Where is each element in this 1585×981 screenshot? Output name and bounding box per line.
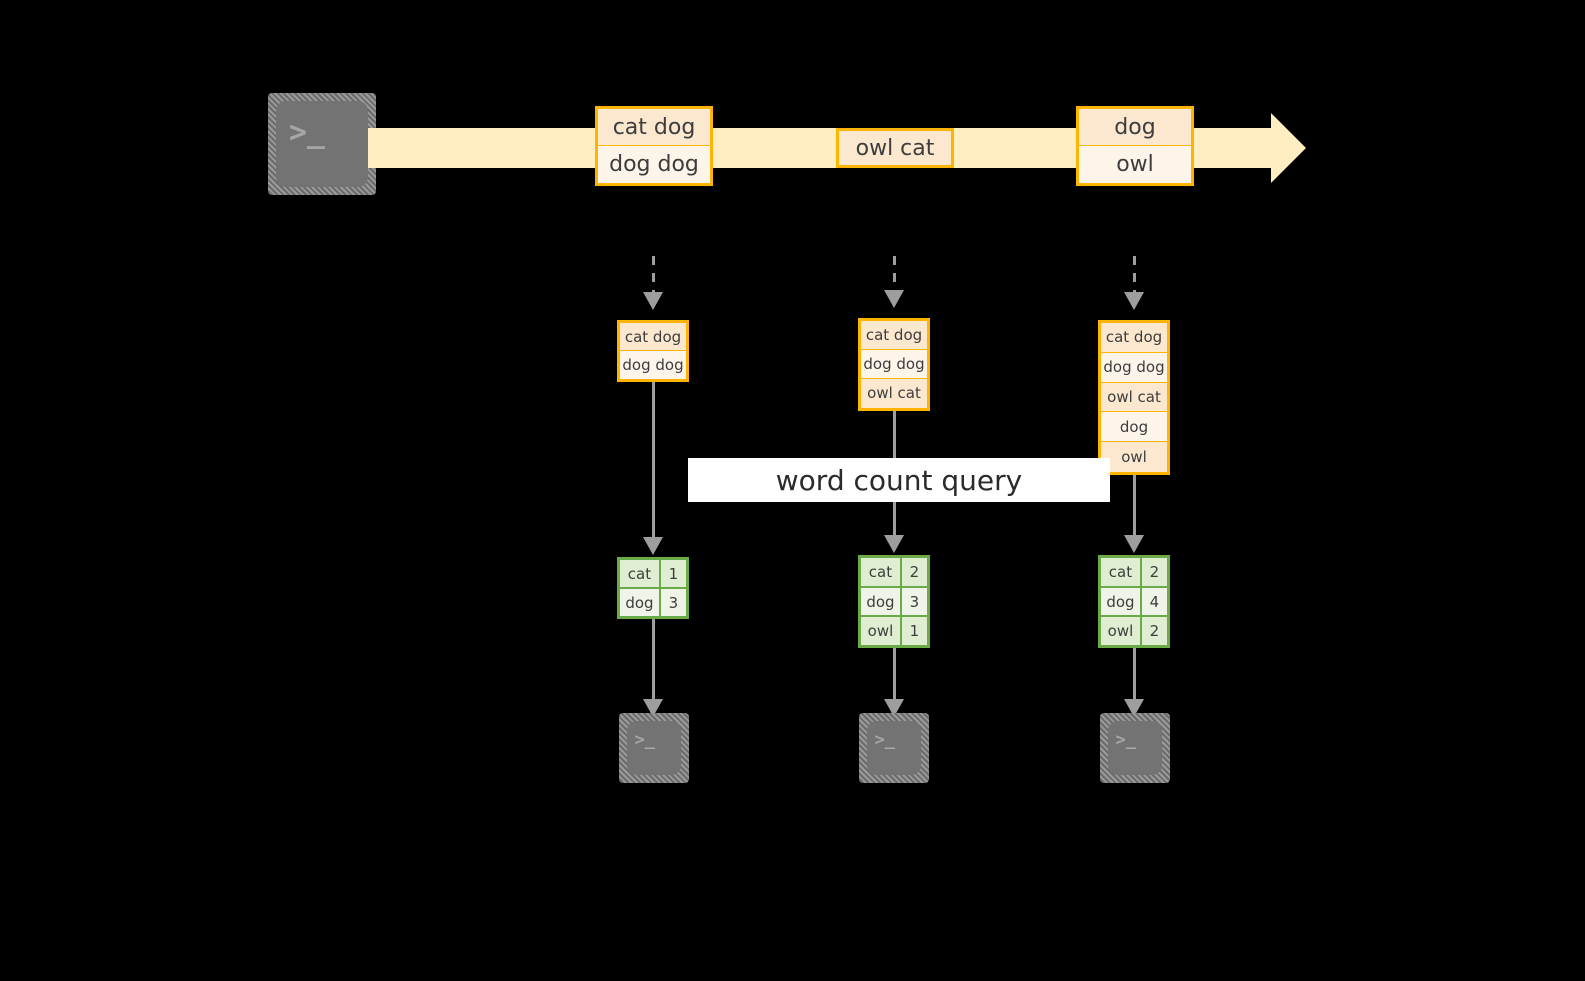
query-connector-arrowhead-1 — [643, 537, 663, 555]
terminal-screen: >_ — [276, 101, 368, 187]
terminal-prompt-icon: >_ — [1115, 729, 1137, 750]
result-table-trigger-3: cat 2 dog 4 owl 2 — [1098, 555, 1170, 648]
result-table-row: owl 1 — [861, 617, 927, 646]
input-table-row: dog dog — [861, 349, 927, 379]
trigger-dash-2 — [893, 256, 896, 290]
sink-arrowhead-1 — [643, 699, 663, 717]
result-word-cell: owl — [861, 617, 902, 646]
result-table-row: dog 3 — [620, 589, 686, 616]
input-table-trigger-1: cat dog dog dog — [617, 320, 689, 382]
sink-connector-3 — [1133, 648, 1136, 699]
result-count-cell: 3 — [901, 587, 927, 616]
result-table-row: dog 3 — [861, 587, 927, 618]
stream-event-line: cat dog — [598, 109, 710, 146]
stream-event-line: owl cat — [839, 131, 951, 165]
result-table-row: owl 2 — [1101, 617, 1167, 646]
trigger-arrowhead-2 — [884, 290, 904, 308]
query-connector-1 — [652, 382, 655, 537]
result-table-row: dog 4 — [1101, 587, 1167, 618]
input-table-row: cat dog — [620, 323, 686, 351]
input-table-trigger-3: cat dog dog dog owl cat dog owl — [1098, 320, 1170, 475]
input-table-trigger-2: cat dog dog dog owl cat — [858, 318, 930, 411]
query-connector-3 — [1133, 475, 1136, 535]
stream-event-line: owl — [1079, 146, 1191, 183]
result-table-trigger-1: cat 1 dog 3 — [617, 557, 689, 619]
input-table-row: dog dog — [1101, 352, 1167, 383]
sink-connector-2 — [893, 648, 896, 699]
stream-event-line: dog — [1079, 109, 1191, 146]
trigger-dash-1 — [652, 256, 655, 292]
terminal-screen: >_ — [1108, 721, 1162, 775]
sink-terminal-2: >_ — [859, 713, 929, 783]
sink-arrowhead-3 — [1124, 699, 1144, 717]
terminal-prompt-icon: >_ — [874, 729, 896, 750]
result-word-cell: cat — [620, 560, 661, 587]
result-count-cell: 1 — [901, 617, 927, 646]
result-table-trigger-2: cat 2 dog 3 owl 1 — [858, 555, 930, 648]
query-connector-arrowhead-2 — [884, 535, 904, 553]
sink-terminal-1: >_ — [619, 713, 689, 783]
result-word-cell: dog — [861, 587, 902, 616]
stream-arrowhead — [1271, 113, 1306, 183]
stream-event-line: dog dog — [598, 146, 710, 183]
query-connector-arrowhead-3 — [1124, 535, 1144, 553]
result-table-row: cat 2 — [1101, 558, 1167, 588]
terminal-screen: >_ — [867, 721, 921, 775]
terminal-prompt-icon: >_ — [634, 729, 656, 750]
result-count-cell: 3 — [660, 589, 686, 616]
query-label-text: word count query — [775, 463, 1023, 497]
input-table-row: dog — [1101, 412, 1167, 443]
sink-connector-1 — [652, 619, 655, 699]
stream-event-batch-2: owl cat — [836, 128, 954, 168]
result-word-cell: dog — [620, 589, 661, 616]
result-word-cell: dog — [1101, 587, 1142, 616]
trigger-arrowhead-3 — [1124, 292, 1144, 310]
source-terminal: >_ — [268, 93, 376, 195]
trigger-dash-3 — [1133, 256, 1136, 292]
result-count-cell: 2 — [1141, 617, 1167, 646]
query-label: word count query — [688, 458, 1110, 502]
input-table-row: owl cat — [861, 378, 927, 408]
input-table-row: owl — [1101, 442, 1167, 472]
result-table-row: cat 2 — [861, 558, 927, 588]
sink-terminal-3: >_ — [1100, 713, 1170, 783]
stream-event-batch-3: dog owl — [1076, 106, 1194, 186]
terminal-prompt-icon: >_ — [288, 115, 325, 151]
input-table-row: cat dog — [861, 321, 927, 350]
result-word-cell: owl — [1101, 617, 1142, 646]
trigger-arrowhead-1 — [643, 292, 663, 310]
result-count-cell: 4 — [1141, 587, 1167, 616]
result-count-cell: 2 — [1141, 558, 1167, 586]
result-table-row: cat 1 — [620, 560, 686, 589]
result-word-cell: cat — [861, 558, 902, 586]
result-word-cell: cat — [1101, 558, 1142, 586]
stream-event-batch-1: cat dog dog dog — [595, 106, 713, 186]
terminal-screen: >_ — [627, 721, 681, 775]
result-count-cell: 1 — [660, 560, 686, 587]
input-table-row: owl cat — [1101, 382, 1167, 413]
input-table-row: cat dog — [1101, 323, 1167, 353]
input-table-row: dog dog — [620, 351, 686, 379]
result-count-cell: 2 — [901, 558, 927, 586]
sink-arrowhead-2 — [884, 699, 904, 717]
